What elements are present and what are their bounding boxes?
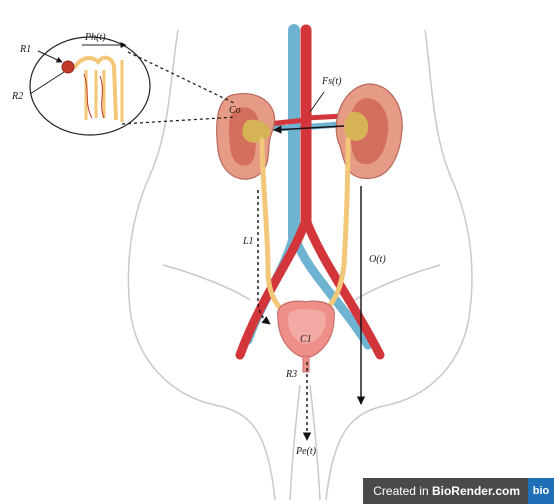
label-fs: Fs(t) [321, 76, 342, 87]
flow-arrows [257, 125, 366, 441]
label-c1: C1 [300, 334, 312, 345]
watermark-brand: BioRender.com [431, 484, 520, 498]
label-r3: R3 [285, 369, 297, 380]
body-silhouette [127, 29, 473, 501]
watermark-prefix: Created in [373, 484, 432, 498]
label-ph: Ph(t) [84, 32, 106, 43]
biorender-watermark: Created in BioRender.com bio [363, 478, 554, 504]
label-r1: R1 [19, 44, 31, 55]
biorender-logo-icon: bio [528, 478, 554, 504]
label-r2: R2 [11, 91, 23, 102]
watermark-text: Created in BioRender.com [363, 484, 528, 498]
left-kidney [216, 93, 276, 180]
nephron-inset [29, 36, 151, 136]
label-o: O(t) [369, 254, 386, 265]
label-l1: L1 [242, 236, 254, 247]
bladder [277, 300, 335, 373]
fs-arrow [273, 125, 345, 134]
label-co: Co [229, 105, 241, 116]
l1-dotted-arrow [257, 190, 271, 325]
inset-connectors [121, 51, 237, 125]
pointer-lines [29, 42, 325, 113]
right-kidney [335, 83, 403, 179]
label-pe: Pe(t) [295, 446, 317, 457]
